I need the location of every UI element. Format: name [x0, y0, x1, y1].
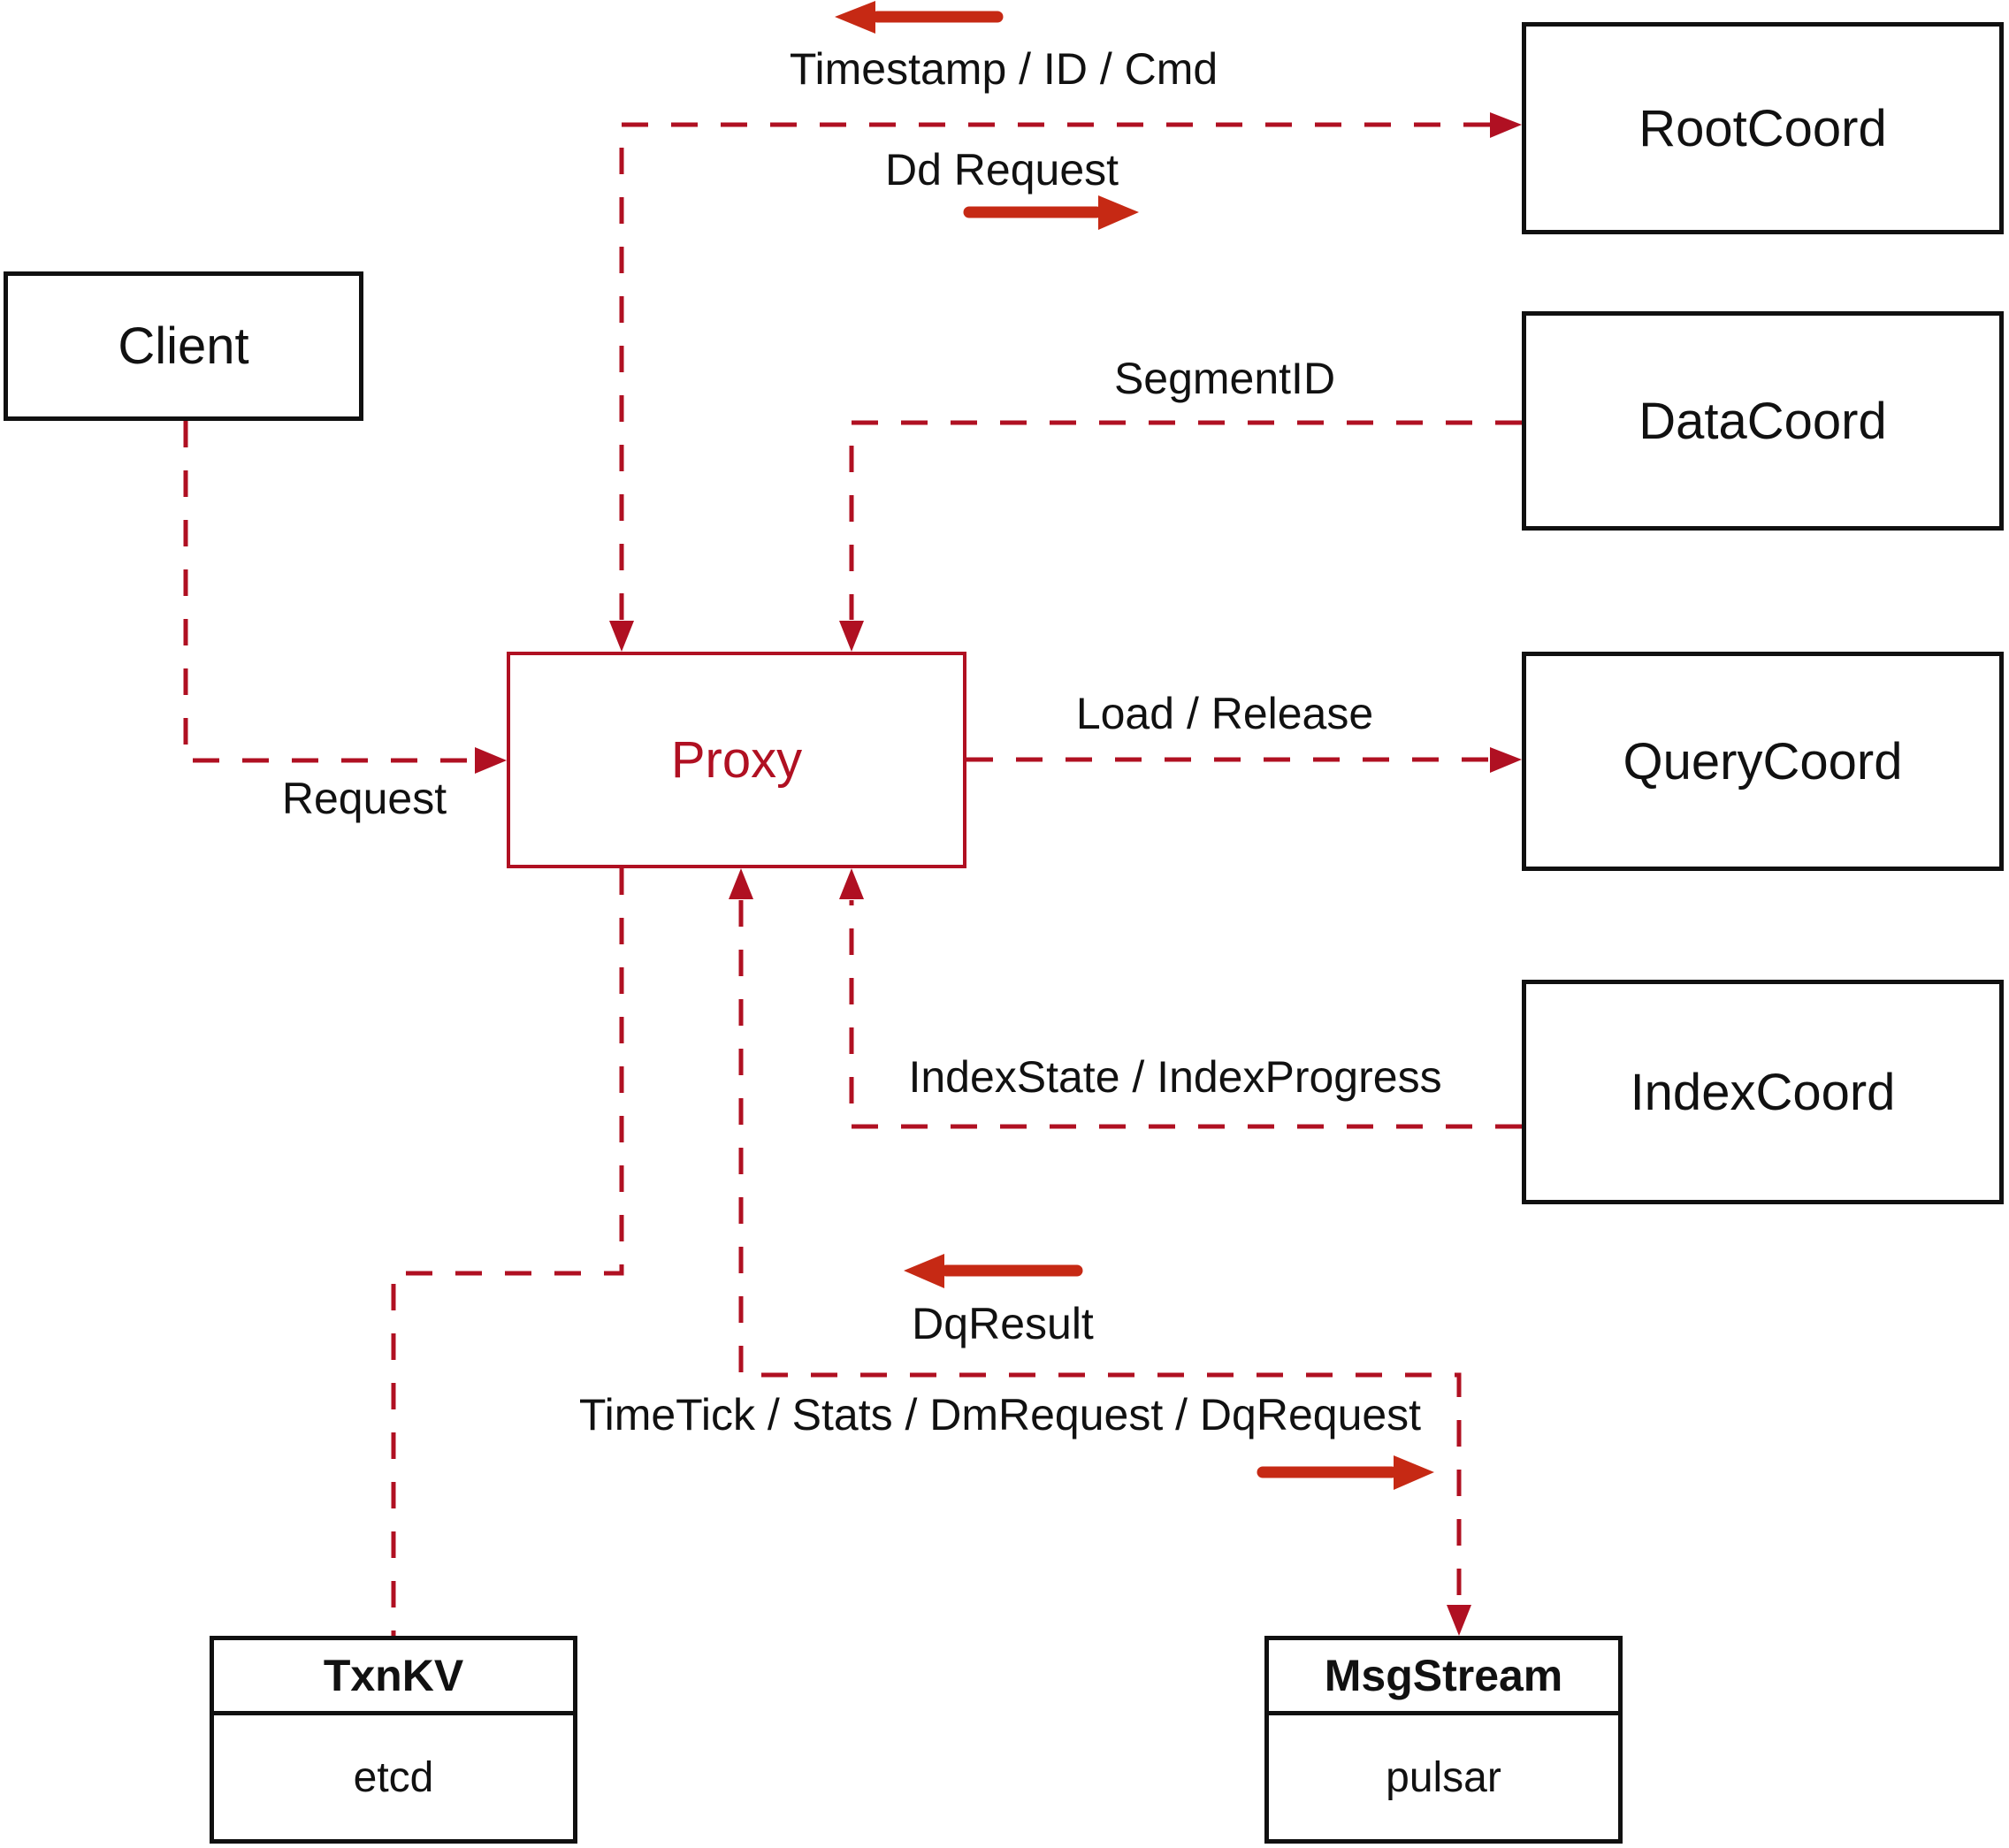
arrowhead-into-proxy-bottom-right — [839, 868, 864, 899]
edge-proxy-txnkv — [391, 868, 624, 1636]
edge-proxy-msgstream — [738, 900, 1462, 1604]
datacoord-node: DataCoord — [1522, 311, 2004, 531]
querycoord-node: QueryCoord — [1522, 652, 2004, 871]
edge-label-dq-result: DqResult — [912, 1299, 1094, 1348]
edge-label-timestamp-id-cmd: Timestamp / ID / Cmd — [789, 44, 1218, 94]
arrowhead-into-proxy-top-left — [609, 621, 634, 652]
arrowhead-into-rootcoord — [1490, 112, 1522, 138]
msgstream-node: MsgStream pulsar — [1264, 1636, 1623, 1844]
proxy-node: Proxy — [507, 652, 966, 868]
rootcoord-node: RootCoord — [1522, 22, 2004, 234]
edge-indexcoord-to-proxy — [849, 900, 1522, 1129]
client-node-label: Client — [118, 317, 249, 375]
arrowhead-into-querycoord — [1490, 747, 1522, 773]
edge-datacoord-to-proxy — [849, 420, 1522, 620]
edge-client-to-proxy — [183, 421, 475, 763]
msgstream-node-title: MsgStream — [1269, 1640, 1618, 1715]
querycoord-node-label: QueryCoord — [1623, 732, 1903, 790]
proxy-node-label: Proxy — [670, 731, 803, 789]
txnkv-node-implementation: etcd — [353, 1753, 434, 1801]
dd-request-direction-right-arrow-icon — [963, 195, 1139, 230]
msgstream-node-implementation: pulsar — [1386, 1753, 1501, 1801]
arrowhead-into-proxy-top-right — [839, 621, 864, 652]
timetick-direction-right-arrow-icon — [1257, 1455, 1434, 1490]
txnkv-node: TxnKV etcd — [210, 1636, 577, 1844]
edge-label-dd-request: Dd Request — [884, 145, 1119, 195]
edge-label-request: Request — [281, 774, 447, 823]
rootcoord-node-label: RootCoord — [1639, 99, 1887, 157]
dq-result-direction-left-arrow-icon — [904, 1254, 1083, 1288]
edge-label-indexstate-indexprogress: IndexState / IndexProgress — [908, 1052, 1442, 1102]
timestamp-direction-left-arrow-icon — [835, 1, 1004, 34]
txnkv-node-title: TxnKV — [214, 1640, 573, 1715]
client-node: Client — [4, 271, 363, 421]
indexcoord-node-label: IndexCoord — [1630, 1063, 1896, 1121]
arrowhead-into-msgstream — [1447, 1605, 1471, 1636]
edge-label-segment-id: SegmentID — [1113, 354, 1336, 403]
datacoord-node-label: DataCoord — [1639, 392, 1887, 450]
edge-label-timetick-stats-dmrequest-dqrequest: TimeTick / Stats / DmRequest / DqRequest — [578, 1390, 1422, 1439]
indexcoord-node: IndexCoord — [1522, 980, 2004, 1204]
edge-label-load-release: Load / Release — [1075, 689, 1374, 738]
edge-proxy-rootcoord — [619, 122, 1490, 620]
arrowhead-into-proxy-left — [475, 747, 507, 774]
arrowhead-into-proxy-bottom-left — [729, 868, 753, 899]
